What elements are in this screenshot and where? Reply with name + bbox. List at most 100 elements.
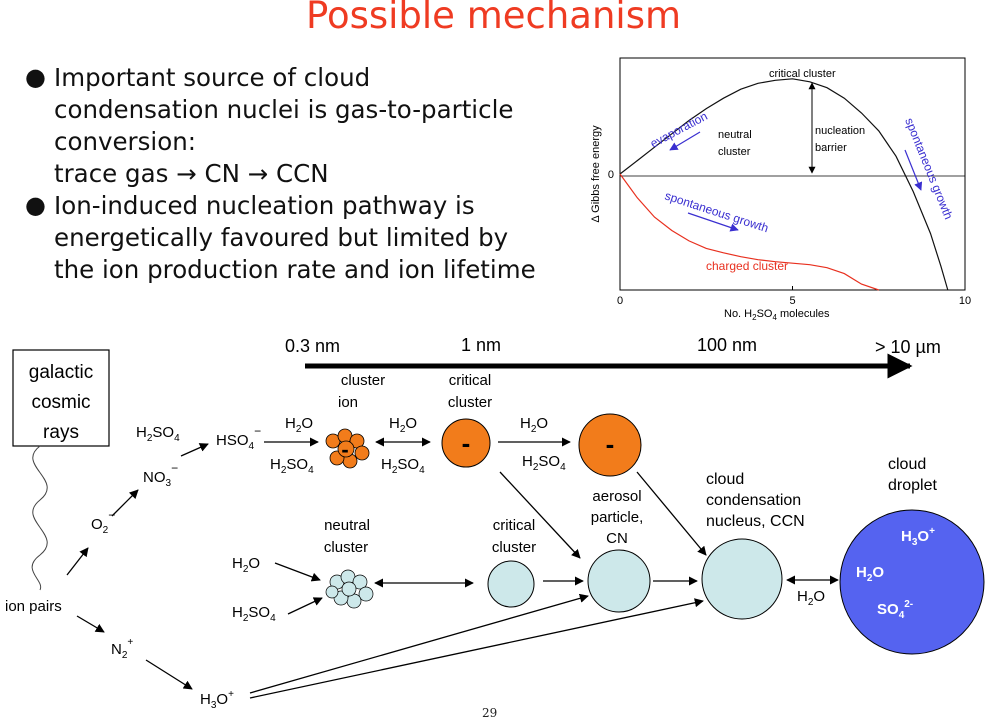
h2o-label: H2O bbox=[520, 415, 548, 435]
cluster-ion-label: cluster bbox=[341, 372, 385, 389]
critical-cluster-label: cluster bbox=[448, 394, 492, 411]
bullet-line: Ion-induced nucleation pathway is bbox=[54, 191, 475, 220]
droplet-label: droplet bbox=[888, 477, 937, 494]
arrow bbox=[287, 597, 323, 615]
h2o-label: H2O bbox=[285, 415, 313, 435]
neutral-cluster-label: neutral bbox=[324, 517, 370, 534]
scale-label: > 10 µm bbox=[875, 337, 941, 357]
x-tick-label: 5 bbox=[789, 295, 795, 307]
charged-growing-particle bbox=[578, 413, 642, 477]
aerosol-label: particle, bbox=[591, 509, 644, 526]
arrow bbox=[249, 593, 589, 694]
nucleation-barrier-annotation: nucleation bbox=[815, 125, 865, 137]
gcr-label: cosmic bbox=[31, 392, 90, 413]
o2-minus-label: O2− bbox=[91, 508, 115, 536]
neutral-cluster-particle bbox=[325, 569, 374, 609]
arrow bbox=[636, 471, 707, 556]
mechanism-diagram: galactic cosmic rays ion pairs O2− NO3− … bbox=[5, 349, 985, 711]
arrow bbox=[145, 659, 193, 690]
cluster-ion-particle: - bbox=[325, 428, 370, 469]
hso4-minus-label: HSO4− bbox=[216, 424, 261, 452]
bullet-line: energetically favoured but limited by bbox=[54, 223, 509, 252]
n2-plus-label: N2+ bbox=[111, 637, 133, 661]
h2so4-label: H2SO4 bbox=[381, 456, 425, 476]
critical-cluster-label: critical bbox=[449, 372, 492, 389]
bullet-line: the ion production rate and ion lifetime bbox=[54, 255, 536, 284]
nucleation-barrier-annotation: barrier bbox=[815, 142, 847, 154]
bullet-list: ● Important source of cloud condensation… bbox=[22, 62, 592, 286]
page-number: 29 bbox=[482, 706, 498, 720]
plot-frame bbox=[619, 57, 966, 291]
ccn-label: nucleus, CCN bbox=[706, 513, 805, 530]
gibbs-chart: 0 5 10 0 Δ Gibbs free energy No. H2SO4 mole… bbox=[590, 57, 971, 322]
bullet-line: condensation nuclei is gas-to-particle bbox=[54, 95, 514, 124]
scale-label: 0.3 nm bbox=[285, 336, 340, 356]
bullet-line: Important source of cloud bbox=[54, 63, 371, 92]
ccn-label: condensation bbox=[706, 492, 801, 509]
x-tick-label: 0 bbox=[617, 295, 623, 307]
bullet-dot-icon: ● bbox=[25, 191, 46, 219]
charged-cluster-annotation: charged cluster bbox=[706, 259, 788, 273]
so4-droplet-label: SO42- bbox=[877, 599, 913, 621]
ccn-label: cloud bbox=[706, 471, 744, 488]
scale-label: 100 nm bbox=[697, 335, 757, 355]
critical-cluster-annotation: critical cluster bbox=[769, 68, 836, 80]
spontaneous-growth-arrow-charged bbox=[687, 212, 739, 232]
y-axis-label: Δ Gibbs free energy bbox=[590, 125, 602, 223]
aerosol-label: CN bbox=[606, 530, 628, 547]
bullet-dot-icon: ● bbox=[25, 63, 46, 91]
bullet-item: ● Ion-induced nucleation pathway is ener… bbox=[22, 190, 592, 286]
cloud-condensation-nucleus bbox=[701, 538, 783, 620]
bullet-line: trace gas → CN → CCN bbox=[54, 159, 329, 188]
slide-title: Possible mechanism bbox=[305, 0, 682, 37]
h2o-label: H2O bbox=[797, 588, 825, 608]
arrow bbox=[499, 471, 581, 559]
cosmic-ray-wave bbox=[31, 445, 48, 591]
no3-minus-label: NO3− bbox=[143, 461, 178, 489]
ion-pairs-label: ion pairs bbox=[5, 598, 62, 615]
size-scale: 0.3 nm 1 nm 100 nm > 10 µm bbox=[285, 335, 941, 379]
gcr-label: galactic bbox=[29, 362, 93, 383]
critical-cluster-label: critical bbox=[493, 517, 536, 534]
h3o-plus-label: H3O+ bbox=[200, 689, 234, 711]
arrow bbox=[76, 615, 105, 633]
galactic-cosmic-rays-box bbox=[12, 349, 110, 447]
scale-label: 1 nm bbox=[461, 335, 501, 355]
critical-neutral-cluster bbox=[487, 560, 535, 608]
evaporation-arrow bbox=[669, 131, 701, 151]
aerosol-particle-cn bbox=[587, 549, 651, 613]
cloud-droplet bbox=[839, 509, 985, 655]
arrow bbox=[274, 562, 321, 582]
negative-charge-icon: - bbox=[341, 437, 348, 462]
h2so4-label: H2SO4 bbox=[136, 424, 180, 444]
series-line bbox=[619, 78, 949, 291]
x-tick-label: 10 bbox=[959, 295, 971, 307]
arrow bbox=[66, 547, 89, 576]
h2so4-label: H2SO4 bbox=[232, 604, 276, 624]
y-tick-label: 0 bbox=[608, 169, 614, 181]
bullet-line: conversion: bbox=[54, 127, 196, 156]
neutral-cluster-label: cluster bbox=[324, 539, 368, 556]
h2o-label: H2O bbox=[389, 415, 417, 435]
cluster-ion-label: ion bbox=[338, 394, 358, 411]
droplet-label: cloud bbox=[888, 456, 926, 473]
bullet-item: ● Important source of cloud condensation… bbox=[22, 62, 592, 190]
arrow bbox=[249, 598, 704, 699]
spontaneous-growth-arrow bbox=[904, 149, 923, 191]
critical-cluster-label: cluster bbox=[492, 539, 536, 556]
neutral-cluster-annotation: neutral bbox=[718, 129, 752, 141]
arrow bbox=[180, 443, 209, 457]
negative-charge-icon: - bbox=[606, 429, 615, 459]
x-axis-label: No. H2SO4 molecules bbox=[724, 308, 830, 322]
aerosol-label: aerosol bbox=[592, 488, 641, 505]
h2so4-label: H2SO4 bbox=[270, 456, 314, 476]
neutral-cluster-annotation: cluster bbox=[718, 146, 751, 158]
h2o-droplet-label: H2O bbox=[856, 564, 884, 584]
h3o-plus-droplet-label: H3O+ bbox=[901, 526, 935, 548]
gcr-label: rays bbox=[43, 422, 79, 443]
h2o-label: H2O bbox=[232, 555, 260, 575]
h2so4-label: H2SO4 bbox=[522, 453, 566, 473]
critical-charged-cluster bbox=[441, 418, 491, 468]
arrow bbox=[111, 489, 139, 517]
